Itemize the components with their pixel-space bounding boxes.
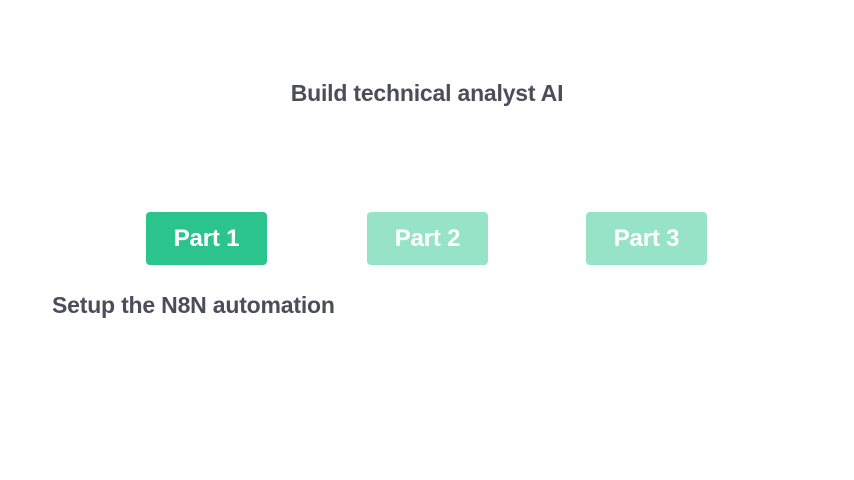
part-3-button[interactable]: Part 3 — [586, 212, 707, 265]
part-2-button[interactable]: Part 2 — [367, 212, 488, 265]
subtitle-text: Setup the N8N automation — [52, 292, 335, 318]
page-title: Build technical analyst AI — [290, 80, 564, 106]
part-1-button[interactable]: Part 1 — [146, 212, 267, 265]
